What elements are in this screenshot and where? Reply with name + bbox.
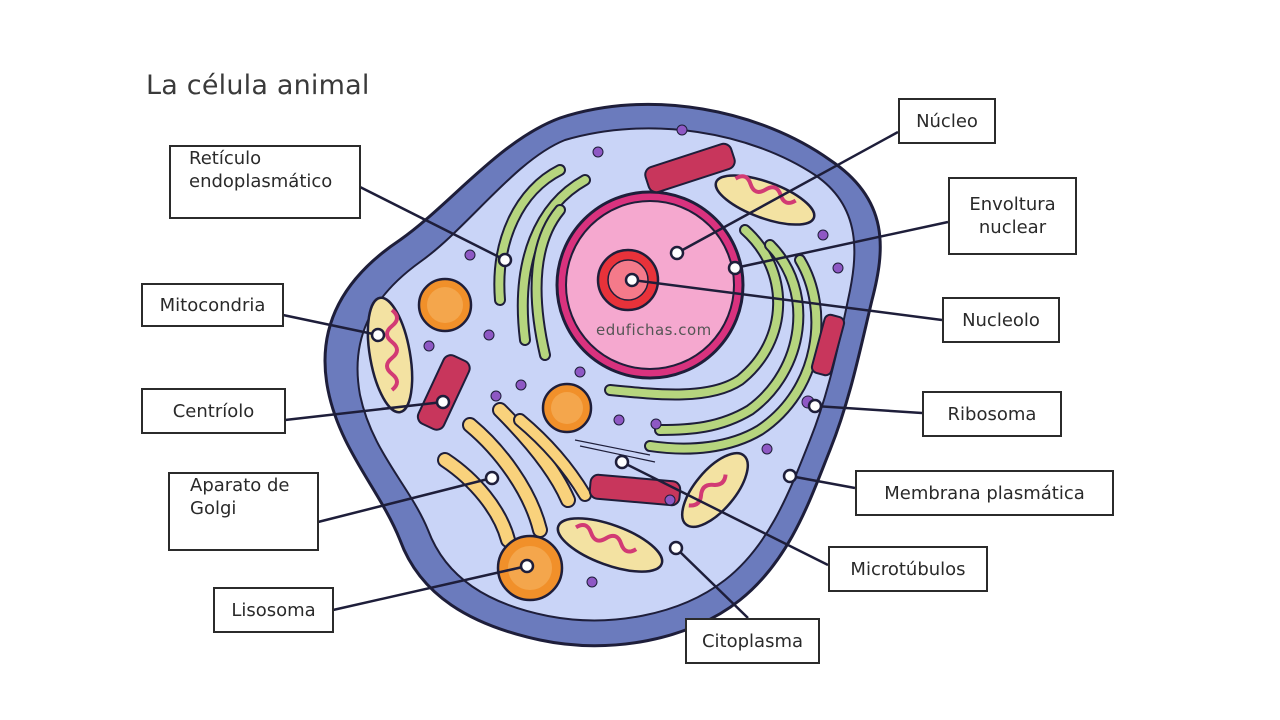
- label-membrana-text: Membrana plasmática: [884, 482, 1085, 504]
- label-nucleolo: Nucleolo: [942, 297, 1060, 343]
- endoplasmic-reticulum: [493, 164, 823, 455]
- label-reticulo-endoplasmatico: Retículo endoplasmático: [169, 145, 361, 219]
- label-centriolo-text: Centríolo: [172, 400, 255, 422]
- label-golgi-line1: Aparato de: [190, 475, 290, 496]
- label-ribosoma-text: Ribosoma: [947, 403, 1037, 425]
- label-golgi-line2: Golgi: [190, 498, 237, 519]
- label-envoltura-line2: nuclear: [978, 217, 1047, 238]
- label-citoplasma-text: Citoplasma: [701, 630, 804, 652]
- label-lisosoma: Lisosoma: [213, 587, 334, 633]
- page-title: La célula animal: [146, 70, 370, 101]
- label-envoltura-line1: Envoltura: [969, 194, 1056, 215]
- label-lisosoma-text: Lisosoma: [231, 599, 316, 621]
- label-mitocondria: Mitocondria: [141, 283, 284, 327]
- label-centriolo: Centríolo: [141, 388, 286, 434]
- golgi-apparatus: [437, 402, 592, 548]
- label-mitocondria-text: Mitocondria: [159, 294, 266, 316]
- leader-dots: [370, 245, 823, 574]
- ribosomes: [423, 124, 844, 588]
- label-citoplasma: Citoplasma: [685, 618, 820, 664]
- label-membrana-plasmatica: Membrana plasmática: [855, 470, 1114, 516]
- label-nucleolo-text: Nucleolo: [962, 309, 1040, 331]
- watermark: edufichas.com: [596, 321, 712, 339]
- label-ribosoma: Ribosoma: [922, 391, 1062, 437]
- label-aparato-golgi: Aparato de Golgi: [168, 472, 319, 551]
- label-microtubulos: Microtúbulos: [828, 546, 988, 592]
- label-microtubulos-text: Microtúbulos: [850, 558, 966, 580]
- label-nucleo-text: Núcleo: [916, 110, 978, 132]
- label-reticulo-line1: Retículo: [189, 148, 262, 169]
- label-reticulo-line2: endoplasmático: [189, 171, 333, 192]
- label-nucleo: Núcleo: [898, 98, 996, 144]
- mitochondria: [366, 174, 816, 573]
- leader-lines: [282, 130, 949, 619]
- microtubules-lines: [574, 439, 656, 463]
- label-envoltura-nuclear: Envoltura nuclear: [948, 177, 1077, 255]
- centrioles: [416, 142, 846, 507]
